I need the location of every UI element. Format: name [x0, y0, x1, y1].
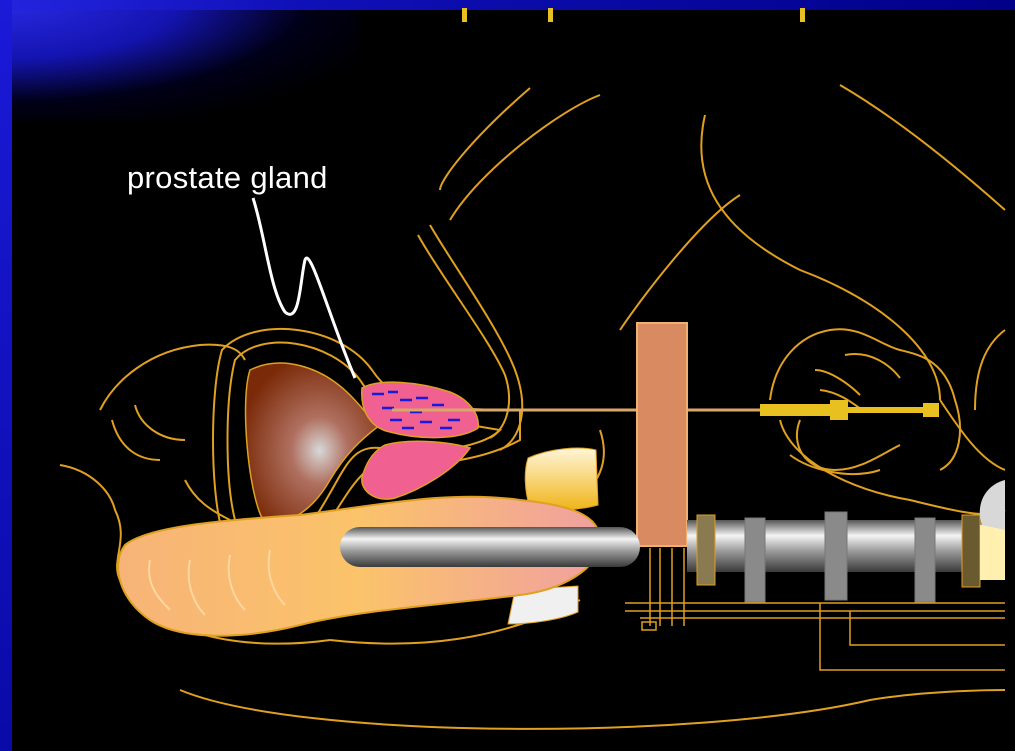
right-edge-shape	[980, 480, 1005, 530]
seminal-vesicle	[362, 441, 470, 499]
template-bracket	[637, 323, 687, 546]
hand-icon	[770, 329, 960, 474]
prostate-gland-label: prostate gland	[127, 160, 328, 196]
bladder	[246, 363, 380, 522]
title-fragments	[462, 8, 805, 22]
pubic-bone	[525, 448, 598, 510]
pointer-line	[253, 198, 355, 378]
